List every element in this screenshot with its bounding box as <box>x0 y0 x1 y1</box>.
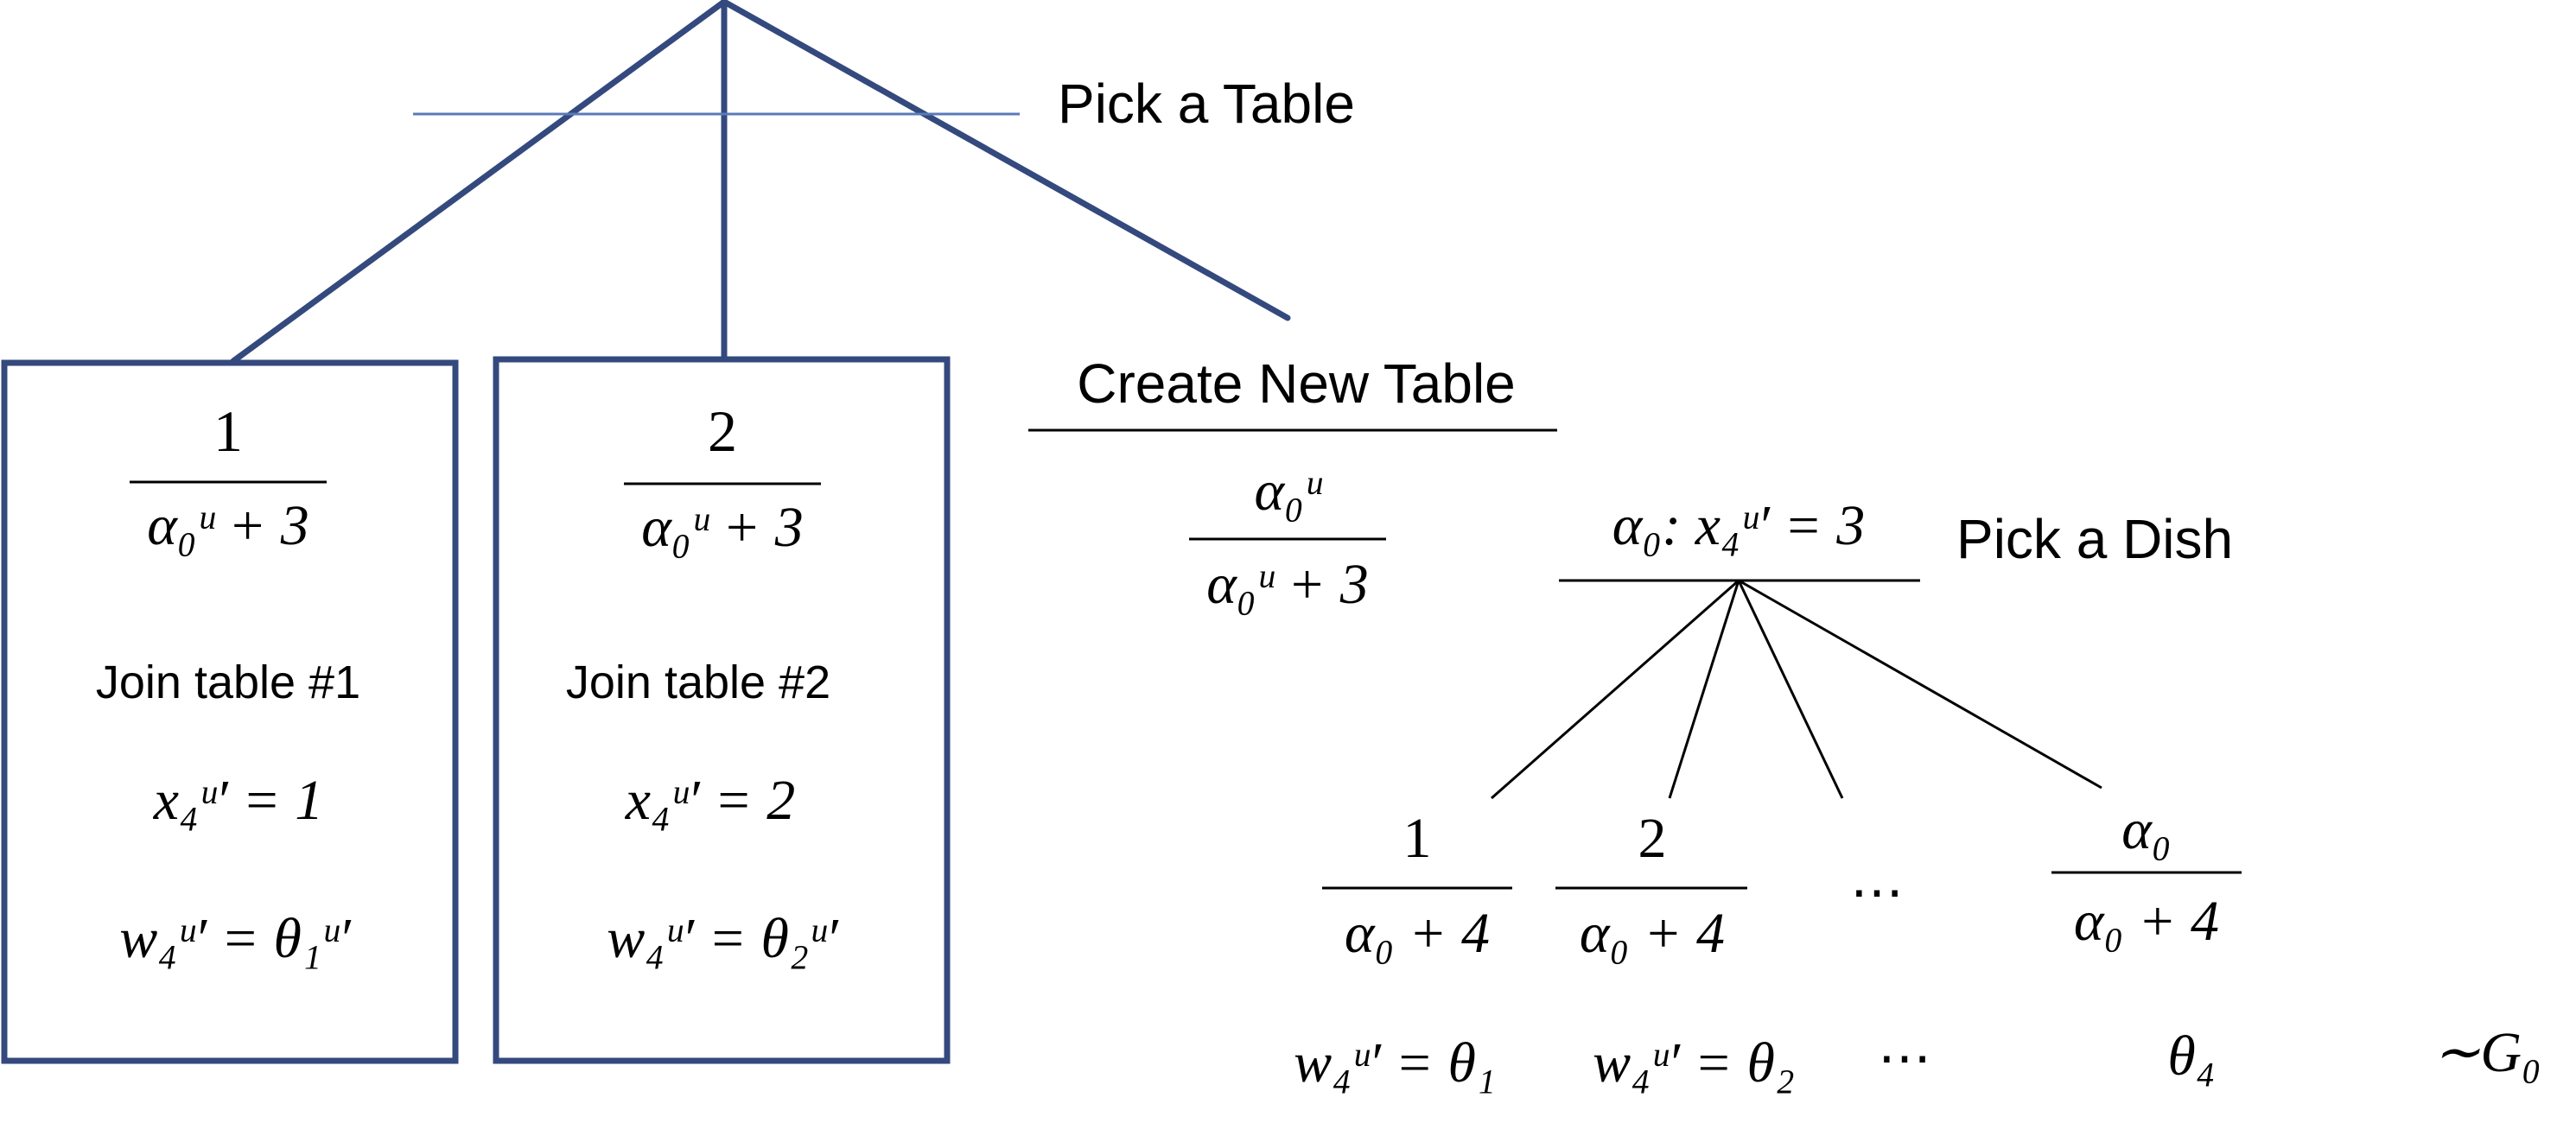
table-2-prob-denominator: α₀ᵘ + 3 <box>641 496 803 559</box>
dish-ellipsis-assignment: ⋯ <box>1878 1030 1931 1088</box>
dish-branch-new <box>1738 579 2102 790</box>
table-1-prob-numerator: 1 <box>213 398 243 464</box>
table-1-box: 1 α₀ᵘ + 3 Join table #1 x₄ᵘ′ = 1 w₄ᵘ′ = … <box>1 359 459 1064</box>
pick-dish-label: Pick a Dish <box>1956 508 2233 570</box>
dish-branch-1 <box>1491 579 1740 800</box>
table-2-x-assignment: x₄ᵘ′ = 2 <box>625 769 796 832</box>
table-2-join-label: Join table #2 <box>566 657 830 708</box>
new-table-prob-numerator: α₀ᵘ <box>1255 460 1323 523</box>
table-1-x-assignment: x₄ᵘ′ = 1 <box>153 769 324 832</box>
table-1-prob-denominator: α₀ᵘ + 3 <box>147 494 308 557</box>
table-1-frame <box>1 359 459 1064</box>
table-1-w-assignment: w₄ᵘ′ = θ₁ᵘ′ <box>119 907 352 970</box>
table-tree: Pick a Table <box>230 0 1355 365</box>
new-table-branch: Create New Table α₀ᵘ α₀ᵘ + 3 <box>1028 352 1557 616</box>
dish-2-assignment: w₄ᵘ′ = θ₂ <box>1593 1031 1795 1094</box>
dish-2-prob-numerator: 2 <box>1638 807 1667 870</box>
dish-tree: α₀: x₄ᵘ′ = 3 Pick a Dish 1 α₀ + 4 2 α₀ +… <box>1294 494 2541 1094</box>
dish-2-prob-denominator: α₀ + 4 <box>1580 902 1725 965</box>
dish-1-assignment: w₄ᵘ′ = θ₁ <box>1294 1031 1496 1094</box>
dish-1-prob-denominator: α₀ + 4 <box>1345 902 1490 965</box>
branch-to-new-table <box>721 0 1291 321</box>
create-new-table-label: Create New Table <box>1077 352 1516 415</box>
dish-1-prob-numerator: 1 <box>1403 807 1432 870</box>
dish-ellipsis: ⋯ <box>1850 864 1904 923</box>
dish-new-prob-denominator: α₀ + 4 <box>2074 890 2219 953</box>
table-2-frame <box>493 356 951 1064</box>
dish-branch-2 <box>1668 580 1740 799</box>
table-1-join-label: Join table #1 <box>96 657 360 708</box>
pick-table-label: Pick a Table <box>1058 73 1355 135</box>
table-2-prob-numerator: 2 <box>708 398 737 464</box>
dish-branch-3 <box>1737 580 1844 799</box>
dish-new-prob-numerator: α₀ <box>2121 798 2172 861</box>
dish-new-assignment: θ₄ <box>2167 1025 2215 1088</box>
new-table-prob-denominator: α₀ᵘ + 3 <box>1206 553 1368 616</box>
base-measure: ∼G₀ <box>2433 1021 2541 1084</box>
table-2-w-assignment: w₄ᵘ′ = θ₂ᵘ′ <box>607 907 839 970</box>
dish-condition: α₀: x₄ᵘ′ = 3 <box>1612 494 1866 557</box>
table-2-box: 2 α₀ᵘ + 3 Join table #2 x₄ᵘ′ = 2 w₄ᵘ′ = … <box>493 356 951 1064</box>
branch-to-table-1 <box>230 0 728 365</box>
